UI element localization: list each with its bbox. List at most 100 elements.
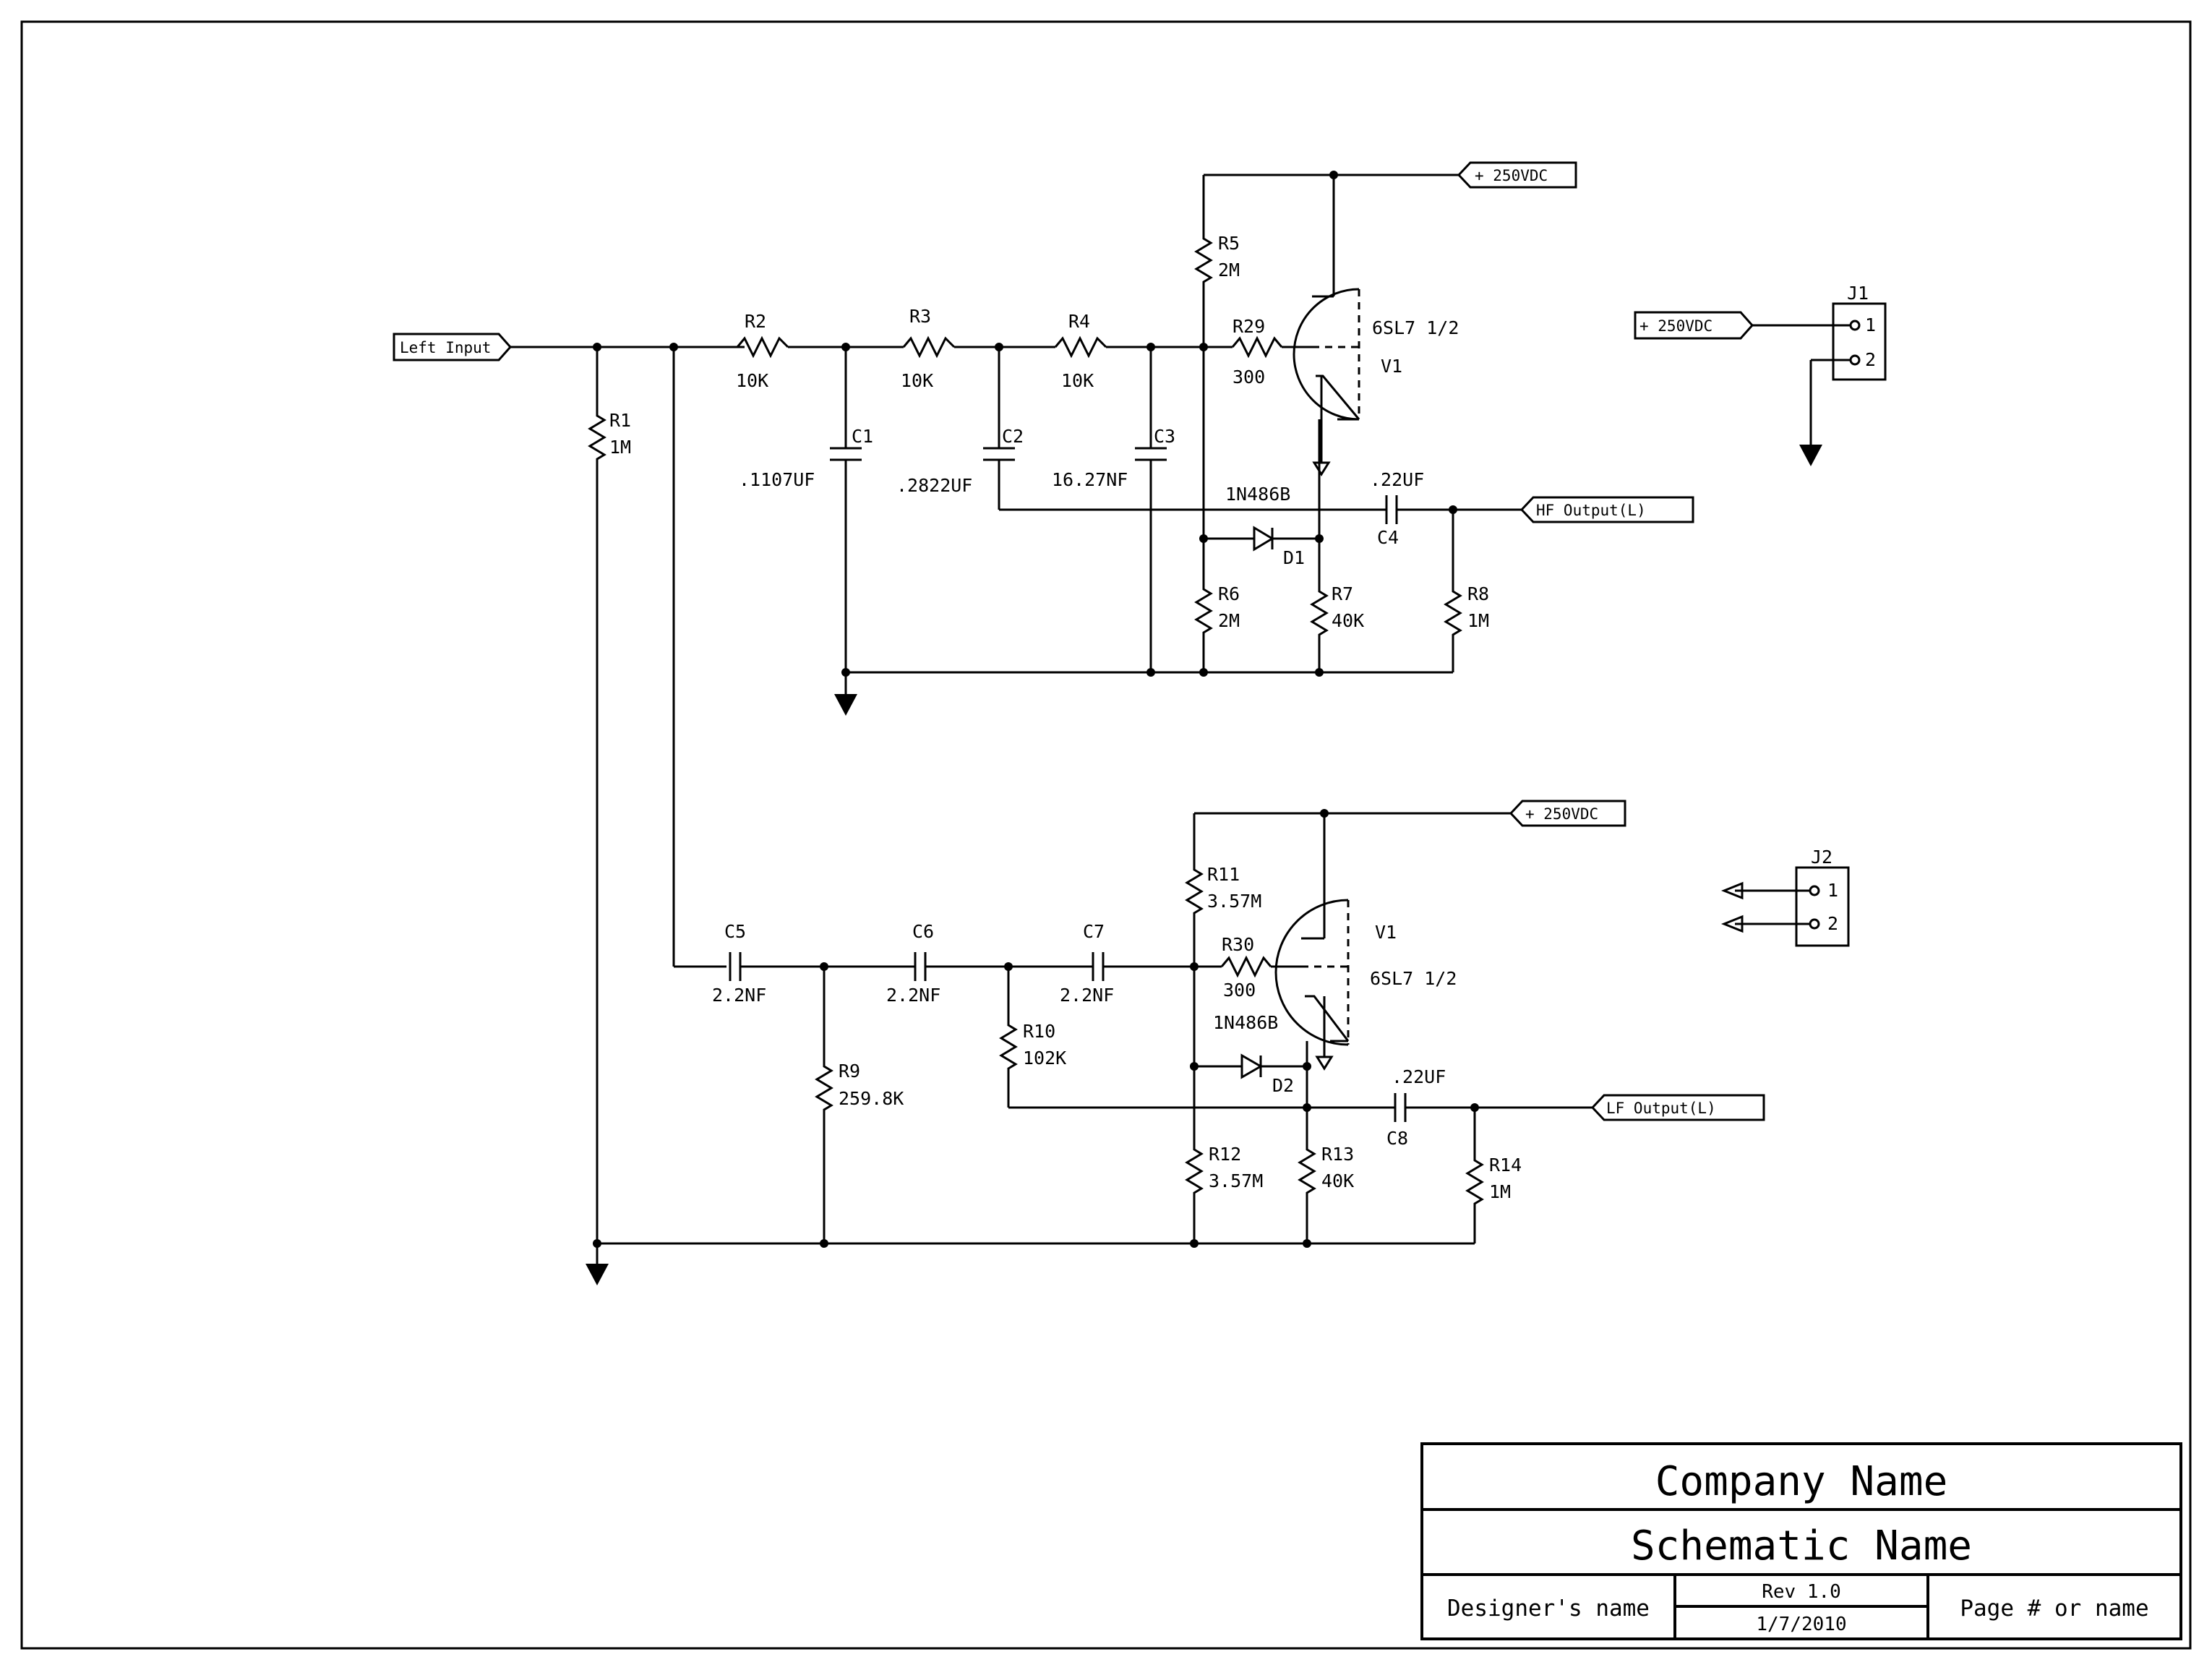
component-label: LF Output(L) — [1606, 1100, 1716, 1117]
resistor-r5: R5 2M — [1195, 230, 1240, 291]
component-label: 2 — [1827, 913, 1838, 934]
component-label: 2M — [1218, 610, 1240, 631]
schematic-element — [1195, 581, 1212, 641]
resistor-r1: R1 1M — [588, 407, 631, 468]
diode-d1: 1N486B D1 — [1225, 484, 1305, 568]
component-label: 300 — [1233, 367, 1265, 387]
resistor-r29: R29 300 — [1231, 316, 1283, 387]
schematic-element — [1220, 955, 1272, 978]
junction — [1809, 885, 1820, 896]
component-label: 1M — [1489, 1181, 1511, 1202]
date: 1/7/2010 — [1756, 1614, 1846, 1635]
component-label: + 250VDC — [1525, 805, 1598, 823]
component-label: R6 — [1218, 583, 1240, 604]
schematic-element — [902, 335, 956, 359]
schematic-element — [1186, 1141, 1203, 1202]
component-label: 102K — [1023, 1048, 1066, 1069]
component-label: R8 — [1467, 583, 1489, 604]
capacitor-c6: C6 2.2NF — [886, 921, 940, 1006]
schematic-element — [1509, 800, 1626, 827]
component-label: + 250VDC — [1639, 317, 1712, 335]
schematic-element — [1420, 1442, 2182, 1640]
lf-output-port: LF Output(L) — [1590, 1094, 1765, 1121]
component-label: R5 — [1218, 233, 1240, 254]
component-label: R4 — [1068, 311, 1090, 332]
schematic-name: Schematic Name — [1631, 1523, 1972, 1570]
capacitor-c8: .22UF C8 — [1386, 1066, 1446, 1149]
component-label: 259.8K — [839, 1088, 904, 1109]
component-label: Left Input — [400, 339, 491, 356]
component-label: 1M — [1467, 610, 1489, 631]
component-label: R2 — [745, 311, 766, 332]
company-name: Company Name — [1655, 1458, 1948, 1505]
component-label: 40K — [1321, 1170, 1354, 1191]
component-label: 2 — [1865, 349, 1876, 370]
title-block: Company Name Schematic Name Designer's n… — [1420, 1442, 2182, 1640]
component-label: R10 — [1023, 1021, 1055, 1042]
resistor-r4: R4 10K — [1054, 311, 1107, 391]
connector-j2: J2 1 2 — [1795, 847, 1850, 947]
schematic-element — [1186, 861, 1203, 922]
component-label: 6SL7 1/2 — [1370, 968, 1457, 989]
component-label: J1 — [1847, 283, 1869, 304]
schematic-element — [1311, 583, 1328, 643]
junction — [1303, 1062, 1311, 1071]
resistor-r8: R8 1M — [1444, 583, 1489, 643]
schematic-element — [1519, 496, 1694, 523]
component-label: .22UF — [1370, 469, 1424, 490]
resistor-r12: R12 3.57M — [1186, 1141, 1263, 1202]
resistor-r9: R9 259.8K — [815, 1058, 904, 1118]
capacitor-c2: C2 .2822UF — [896, 426, 1024, 496]
connector-j1: J1 1 2 — [1832, 283, 1887, 381]
arrow-icon — [1720, 915, 1744, 933]
capacitor-c4: .22UF C4 — [1370, 469, 1424, 548]
schematic-element — [1832, 302, 1887, 381]
schematic-element — [1000, 1016, 1017, 1077]
component-label: R13 — [1321, 1144, 1354, 1165]
schematic-element — [1795, 866, 1850, 947]
schematic-element — [1444, 583, 1462, 643]
schematic-element — [736, 335, 789, 359]
schematic-element — [1231, 335, 1283, 359]
component-label: 10K — [1061, 370, 1094, 391]
resistor-r30: R30 300 — [1220, 934, 1272, 1001]
schematic-element — [1312, 461, 1331, 476]
schematic-element — [1590, 1094, 1765, 1121]
resistor-r6: R6 2M — [1195, 581, 1240, 641]
component-label: 300 — [1223, 980, 1256, 1001]
sheet-border — [20, 20, 2192, 1650]
schematic-element — [1457, 161, 1577, 189]
capacitor-c3: C3 16.27NF — [1052, 426, 1175, 490]
schematic-element — [1315, 1055, 1334, 1071]
junction — [1849, 320, 1861, 331]
schematic-element — [1305, 995, 1350, 1042]
component-label: C4 — [1377, 527, 1399, 548]
component-label: .1107UF — [739, 469, 815, 490]
capacitor-c5: C5 2.2NF — [712, 921, 766, 1006]
revision: Rev 1.0 — [1762, 1581, 1841, 1603]
schematic-element — [1298, 1141, 1316, 1202]
component-label: 2.2NF — [1060, 985, 1114, 1006]
component-label: J2 — [1811, 847, 1832, 868]
component-label: R29 — [1233, 316, 1265, 337]
schematic-element — [1466, 1152, 1483, 1212]
vdc-bottom-port: + 250VDC — [1509, 800, 1626, 827]
component-label: V1 — [1375, 922, 1397, 943]
resistor-r13: R13 40K — [1298, 1141, 1354, 1202]
component-label: + 250VDC — [1475, 167, 1548, 184]
arrow-icon — [1720, 881, 1744, 900]
component-label: R14 — [1489, 1155, 1522, 1176]
component-label: D2 — [1272, 1075, 1294, 1096]
component-label: R3 — [909, 306, 931, 327]
component-label: R12 — [1209, 1144, 1241, 1165]
component-label: C8 — [1386, 1128, 1408, 1149]
resistor-r10: R10 102K — [1000, 1016, 1066, 1077]
vdc-j1-port: + 250VDC — [1634, 311, 1754, 340]
schematic-element — [1240, 1053, 1264, 1079]
schematic-element — [815, 1058, 833, 1118]
schematic-element — [588, 407, 606, 468]
resistor-r3: R3 10K — [901, 306, 956, 391]
schematic-element — [1293, 288, 1360, 421]
ground-icon — [586, 1264, 609, 1285]
